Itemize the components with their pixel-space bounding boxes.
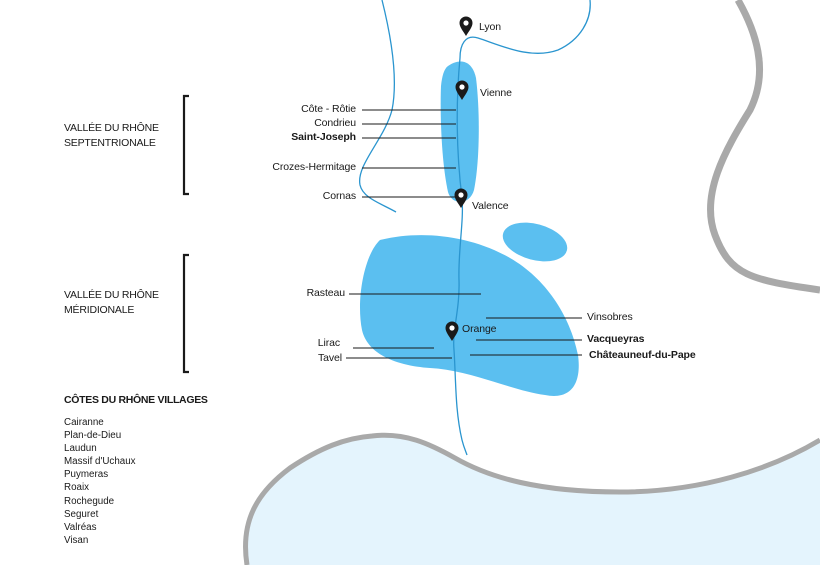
- label-tavel: Tavel: [317, 352, 342, 364]
- region-label-north: VALLÉE DU RHÔNE SEPTENTRIONALE: [64, 121, 159, 151]
- label-lirac: Lirac: [317, 337, 340, 349]
- village-item: Valréas: [64, 521, 97, 533]
- map-pin-icon: [454, 188, 468, 208]
- vinsobres-area: [502, 222, 568, 262]
- leader-lines: [346, 109, 582, 359]
- label-vacqueyras: Vacqueyras: [587, 333, 645, 345]
- label-rasteau: Rasteau: [306, 287, 346, 299]
- map-pin-icon: [455, 80, 469, 100]
- village-item: Laudun: [64, 443, 97, 455]
- village-item: Rochegude: [64, 495, 115, 507]
- label-saint-joseph: Saint-Joseph: [291, 131, 356, 143]
- region-south-line2: MÉRIDIONALE: [64, 304, 135, 316]
- label-vinsobres: Vinsobres: [587, 311, 633, 323]
- southern-rhone-area: [360, 235, 579, 396]
- saone-rhone-river: [359, 0, 397, 213]
- region-north-line1: VALLÉE DU RHÔNE: [64, 122, 159, 134]
- city-label-orange: Orange: [462, 323, 497, 335]
- village-item: Puymeras: [64, 469, 109, 481]
- south-region-bracket: [182, 253, 189, 374]
- city-label-vienne: Vienne: [480, 87, 512, 99]
- village-item: Massif d'Uchaux: [64, 456, 136, 468]
- rhone-river: [453, 57, 468, 456]
- village-item: Visan: [64, 534, 89, 546]
- coastline: [243, 432, 820, 565]
- villages-title: CÔTES DU RHÔNE VILLAGES: [64, 394, 208, 406]
- region-label-south: VALLÉE DU RHÔNE MÉRIDIONALE: [64, 288, 159, 318]
- city-markers: [445, 16, 473, 341]
- northern-rhone-area: [440, 61, 479, 202]
- eastern-border: [707, 0, 820, 294]
- sea: [245, 435, 820, 565]
- region-north-line2: SEPTENTRIONALE: [64, 137, 156, 149]
- rhone-river-upper: [459, 0, 591, 59]
- city-label-valence: Valence: [472, 200, 509, 212]
- label-cornas: Cornas: [322, 190, 356, 202]
- village-item: Cairanne: [64, 417, 104, 428]
- label-condrieu: Condrieu: [314, 117, 356, 129]
- city-label-lyon: Lyon: [479, 21, 501, 33]
- map-pin-icon: [445, 321, 459, 341]
- region-south-line1: VALLÉE DU RHÔNE: [64, 289, 159, 301]
- label-chateauneuf-du-pape: Châteauneuf-du-Pape: [589, 349, 696, 361]
- village-item: Seguret: [64, 508, 99, 520]
- village-item: Plan-de-Dieu: [64, 430, 122, 442]
- north-region-bracket: [182, 94, 189, 196]
- map-pin-icon: [459, 16, 473, 36]
- village-item: Roaix: [64, 482, 90, 494]
- label-cote-rotie: Côte - Rôtie: [301, 103, 356, 115]
- label-crozes-hermitage: Crozes-Hermitage: [272, 161, 356, 173]
